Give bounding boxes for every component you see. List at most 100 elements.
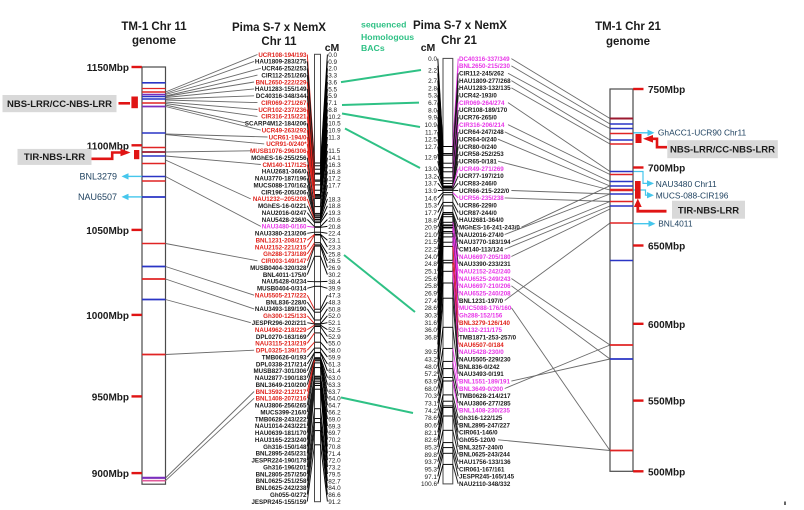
svg-text:2.8: 2.8 xyxy=(428,85,437,92)
svg-text:NAU3493-0/191: NAU3493-0/191 xyxy=(459,371,504,378)
svg-text:93.7: 93.7 xyxy=(425,459,438,466)
svg-text:24.8: 24.8 xyxy=(425,261,438,268)
svg-text:BNL1231-197/0: BNL1231-197/0 xyxy=(459,298,504,305)
svg-text:17.7: 17.7 xyxy=(425,210,438,217)
svg-text:CIR061-146/0: CIR061-146/0 xyxy=(459,430,498,437)
svg-text:UCR66-215-222/0: UCR66-215-222/0 xyxy=(459,188,510,195)
svg-text:DC40316-337/349: DC40316-337/349 xyxy=(459,56,510,63)
svg-text:21.0: 21.0 xyxy=(425,232,438,239)
svg-text:BNL1551-189/191: BNL1551-189/191 xyxy=(459,378,510,385)
svg-text:HAU1756-133/136: HAU1756-133/136 xyxy=(459,459,511,466)
svg-text:BNL2895-247/227: BNL2895-247/227 xyxy=(459,422,510,429)
svg-text:85.3: 85.3 xyxy=(425,445,438,452)
svg-text:BNL3279: BNL3279 xyxy=(79,171,117,181)
svg-text:22.2: 22.2 xyxy=(425,247,438,254)
svg-text:CM140-113/124: CM140-113/124 xyxy=(459,247,504,254)
svg-text:UCR58-252/253: UCR58-252/253 xyxy=(459,151,504,158)
svg-text:HAU1809-277/268: HAU1809-277/268 xyxy=(459,78,511,85)
svg-text:11.3: 11.3 xyxy=(328,134,340,141)
svg-text:UCR83-246/0: UCR83-246/0 xyxy=(459,181,497,188)
svg-text:39.5: 39.5 xyxy=(425,349,438,356)
svg-text:BNL3649-0/200: BNL3649-0/200 xyxy=(459,386,504,393)
svg-text:NAU5505-229/230: NAU5505-229/230 xyxy=(459,356,511,363)
svg-text:NAU3480 Chr11: NAU3480 Chr11 xyxy=(656,179,717,189)
svg-text:95.3: 95.3 xyxy=(425,467,438,474)
svg-text:BNL0625-243/244: BNL0625-243/244 xyxy=(459,452,510,459)
svg-text:UCR76-265/0: UCR76-265/0 xyxy=(459,115,497,122)
svg-text:70.3: 70.3 xyxy=(425,393,438,400)
svg-text:BNL836-0/242: BNL836-0/242 xyxy=(459,364,500,371)
svg-text:43.2: 43.2 xyxy=(425,357,438,364)
svg-text:100.6: 100.6 xyxy=(421,481,437,488)
svg-text:9.9: 9.9 xyxy=(428,115,437,122)
svg-text:MUCS-088-CIR196: MUCS-088-CIR196 xyxy=(656,190,729,200)
svg-text:NAU6697-210/206: NAU6697-210/206 xyxy=(459,283,511,290)
svg-text:78.6: 78.6 xyxy=(425,415,438,422)
svg-text:NAU6507: NAU6507 xyxy=(78,192,117,202)
svg-text:500Mbp: 500Mbp xyxy=(648,467,685,478)
svg-text:91.2: 91.2 xyxy=(328,499,341,505)
svg-text:11.7: 11.7 xyxy=(425,129,437,136)
svg-text:CIR316-206/214: CIR316-206/214 xyxy=(459,122,505,129)
svg-text:700Mbp: 700Mbp xyxy=(648,164,685,175)
svg-text:genome: genome xyxy=(132,35,176,47)
svg-text:TM-1 Chr 21: TM-1 Chr 21 xyxy=(595,21,661,33)
svg-text:68.0: 68.0 xyxy=(425,386,438,393)
svg-text:25.1: 25.1 xyxy=(425,269,438,276)
svg-text:UCR65-0/181: UCR65-0/181 xyxy=(459,159,497,166)
svg-text:UCR64-0/240: UCR64-0/240 xyxy=(459,137,497,144)
svg-text:73.1: 73.1 xyxy=(425,401,438,408)
svg-text:cM: cM xyxy=(421,42,436,54)
svg-text:2.2: 2.2 xyxy=(428,68,437,75)
svg-text:NAU5428-230/0: NAU5428-230/0 xyxy=(459,349,504,356)
svg-text:13.0: 13.0 xyxy=(425,166,438,173)
svg-text:Chr 11: Chr 11 xyxy=(261,36,297,48)
svg-text:NAU6507-0/184: NAU6507-0/184 xyxy=(459,342,504,349)
svg-text:UCR56-235/238: UCR56-235/238 xyxy=(459,195,504,202)
svg-text:Pima S-7 x NemX: Pima S-7 x NemX xyxy=(232,22,326,34)
svg-text:BNL4011: BNL4011 xyxy=(658,219,693,229)
svg-text:TM-1 Chr 11: TM-1 Chr 11 xyxy=(121,21,187,33)
svg-text:24.0: 24.0 xyxy=(425,254,438,261)
svg-text:1050Mbp: 1050Mbp xyxy=(86,226,129,237)
svg-text:JESPR245-155/159: JESPR245-155/159 xyxy=(251,499,307,505)
svg-text:2.7: 2.7 xyxy=(428,78,437,85)
svg-text:13.2: 13.2 xyxy=(425,173,438,180)
svg-text:550Mbp: 550Mbp xyxy=(648,397,685,408)
svg-text:JESPR245-165/145: JESPR245-165/145 xyxy=(459,474,515,481)
svg-text:36.8: 36.8 xyxy=(425,335,438,342)
svg-text:1000Mbp: 1000Mbp xyxy=(86,311,129,322)
svg-text:MUC5088-176/160: MUC5088-176/160 xyxy=(459,305,512,312)
svg-text:Gh055-120/0: Gh055-120/0 xyxy=(459,437,496,444)
svg-text:CIR061-167/161: CIR061-167/161 xyxy=(459,466,505,473)
svg-text:UCR80-0/240: UCR80-0/240 xyxy=(459,144,497,151)
svg-text:UCR86-229/0: UCR86-229/0 xyxy=(459,203,497,210)
svg-text:5.3: 5.3 xyxy=(428,93,437,100)
svg-text:82.6: 82.6 xyxy=(425,437,438,444)
svg-text:BNL2650-215/230: BNL2650-215/230 xyxy=(459,63,510,70)
svg-text:Pima S-7 x NemX: Pima S-7 x NemX xyxy=(413,20,507,32)
svg-text:BACs: BACs xyxy=(361,43,385,53)
svg-text:BNL1408-230/235: BNL1408-230/235 xyxy=(459,408,510,415)
svg-text:HAU2681-364/0: HAU2681-364/0 xyxy=(459,217,504,224)
svg-text:NAU2110-348/332: NAU2110-348/332 xyxy=(459,481,511,488)
svg-text:650Mbp: 650Mbp xyxy=(648,242,685,253)
svg-text:15.3: 15.3 xyxy=(425,203,438,210)
svg-text:750Mbp: 750Mbp xyxy=(648,85,685,96)
svg-text:NAU6525-249/243: NAU6525-249/243 xyxy=(459,276,511,283)
svg-text:UCR64-247/248: UCR64-247/248 xyxy=(459,129,504,136)
svg-text:UCR77-197/210: UCR77-197/210 xyxy=(459,173,504,180)
svg-text:97.1: 97.1 xyxy=(425,474,438,481)
svg-text:13.7: 13.7 xyxy=(425,181,438,188)
svg-text:TMB1871-253-257/0: TMB1871-253-257/0 xyxy=(459,334,517,341)
svg-text:48.0: 48.0 xyxy=(425,364,438,371)
svg-text:NBS-LRR/CC-NBS-LRR: NBS-LRR/CC-NBS-LRR xyxy=(670,145,775,156)
svg-text:600Mbp: 600Mbp xyxy=(648,320,685,331)
svg-text:17.7: 17.7 xyxy=(328,183,341,190)
svg-text:CIR112-245/262: CIR112-245/262 xyxy=(459,71,505,78)
svg-text:28.6: 28.6 xyxy=(425,305,438,312)
svg-text:26.9: 26.9 xyxy=(425,291,438,298)
svg-text:NAU6697-205/180: NAU6697-205/180 xyxy=(459,254,511,261)
svg-text:89.8: 89.8 xyxy=(425,452,438,459)
svg-text:Homologous: Homologous xyxy=(361,32,414,42)
